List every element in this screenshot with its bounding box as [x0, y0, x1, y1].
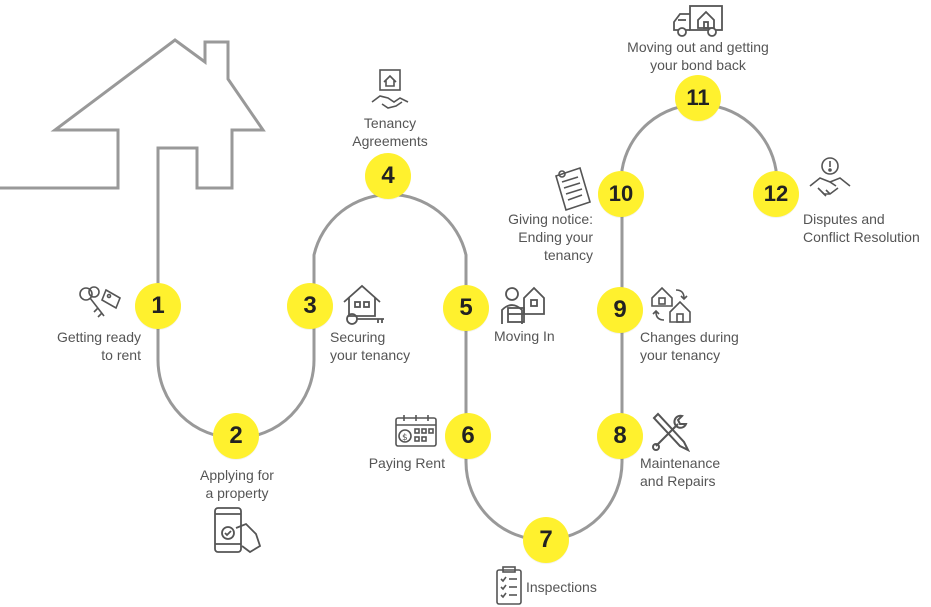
step-6-label: Paying Rent — [368, 455, 445, 471]
step-5-label: Moving In — [494, 328, 555, 344]
wrench-screwdriver-icon — [650, 412, 690, 452]
moving-truck-icon — [672, 4, 724, 38]
step-11-marker: 11 — [675, 75, 721, 121]
step-10-marker: 10 — [598, 171, 644, 217]
serpentine-path — [156, 102, 778, 542]
calendar-money-icon: $ — [392, 414, 440, 450]
step-8-marker: 8 — [597, 413, 643, 459]
step-9-marker: 9 — [597, 287, 643, 333]
person-boxes-icon — [498, 284, 546, 326]
checklist-icon — [495, 566, 523, 606]
step-6-marker: 6 — [445, 413, 491, 459]
house-key-icon — [340, 282, 386, 326]
step-7-label: Inspections — [526, 579, 597, 595]
handshake-document-icon — [370, 68, 410, 112]
svg-text:$: $ — [402, 433, 408, 443]
houses-exchange-icon — [650, 284, 692, 324]
step-2-marker: 2 — [213, 413, 259, 459]
step-7-marker: 7 — [523, 517, 569, 563]
step-3-marker: 3 — [287, 283, 333, 329]
keys-tag-icon — [78, 284, 124, 324]
notice-document-icon — [552, 166, 592, 214]
house-outline — [0, 38, 266, 310]
step-12-marker: 12 — [753, 171, 799, 217]
step-1-marker: 1 — [135, 283, 181, 329]
step-5-marker: 5 — [443, 285, 489, 331]
handshake-dispute-icon — [808, 156, 852, 202]
step-4-marker: 4 — [365, 153, 411, 199]
phone-tap-icon — [212, 506, 264, 554]
